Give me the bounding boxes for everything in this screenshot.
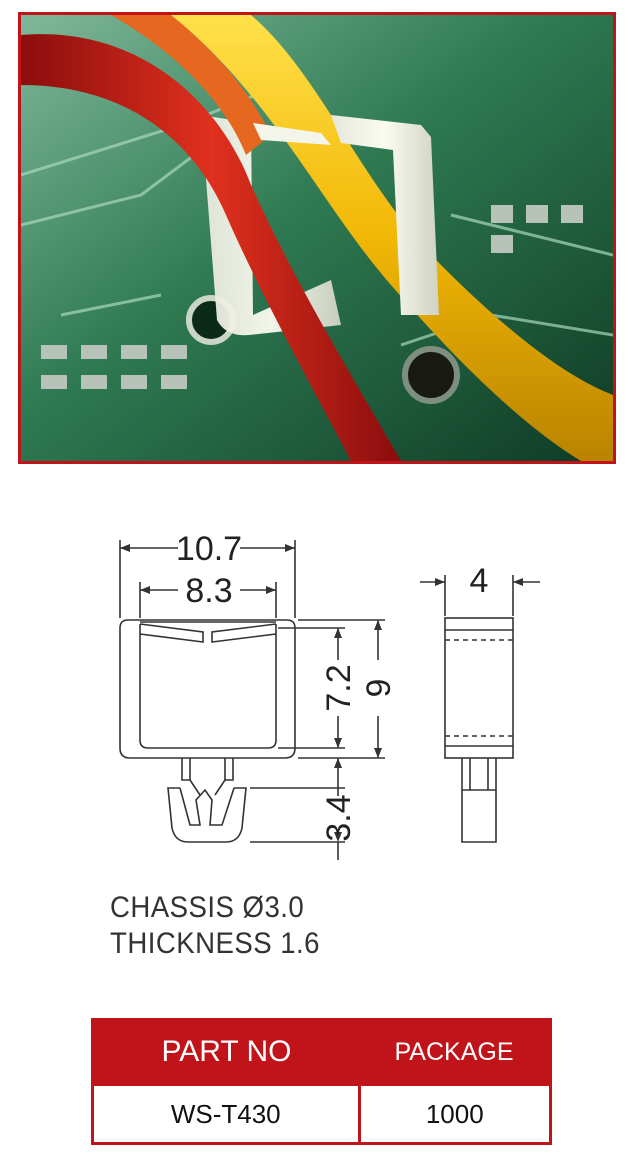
dim-depth: 4: [470, 562, 489, 600]
dimension-drawing: 10.7 8.3 7.2 9 3.4 4: [119, 530, 540, 860]
table-header-row: PART NO PACKAGE: [92, 1019, 551, 1085]
wire-clip-photo-icon: [21, 15, 613, 461]
header-part-no: PART NO: [92, 1019, 359, 1085]
dim-width-outer: 10.7: [176, 530, 242, 568]
spec-thickness: THICKNESS 1.6: [110, 927, 320, 960]
product-photo: [18, 12, 616, 464]
cell-part-no: WS-T430: [91, 1083, 361, 1145]
dim-height-inner: 7.2: [320, 664, 358, 711]
dim-leg-length: 3.4: [320, 794, 358, 841]
spec-chassis: CHASSIS Ø3.0: [110, 891, 305, 924]
technical-drawing: 10.7 8.3 7.2 9 3.4 4: [0, 500, 637, 980]
part-table: PART NO PACKAGE WS-T430 1000: [91, 1018, 552, 1145]
spec-block: CHASSIS Ø3.0 THICKNESS 1.6: [110, 890, 320, 962]
header-package: PACKAGE: [359, 1019, 551, 1085]
table-row: WS-T430 1000: [91, 1083, 552, 1145]
cell-package: 1000: [357, 1083, 552, 1145]
dim-width-inner: 8.3: [185, 572, 232, 610]
dim-height-outer: 9: [360, 679, 398, 698]
